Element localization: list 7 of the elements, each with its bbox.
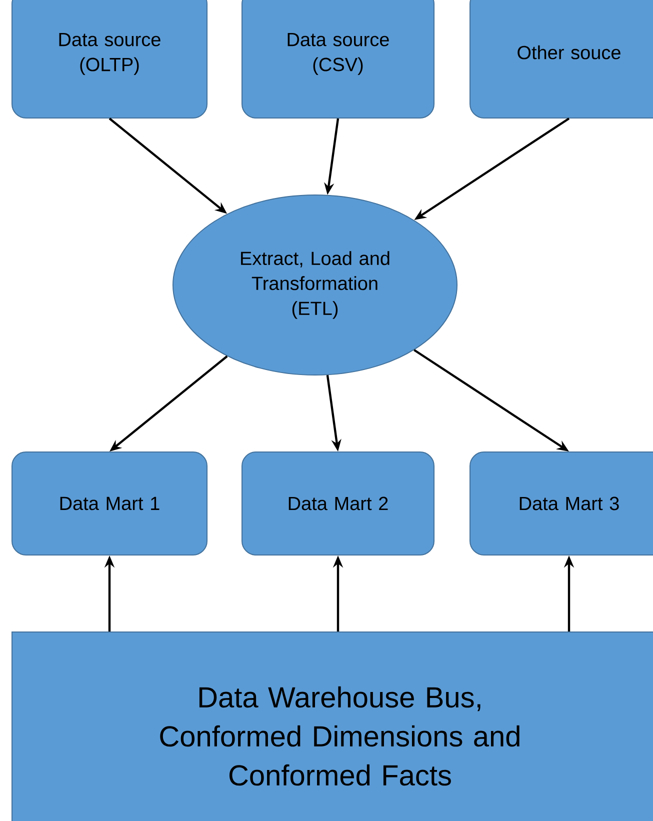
process-box: Data Mart 3: [470, 452, 653, 556]
process-box: Data Mart 2: [242, 452, 434, 556]
process-box: Other souce: [470, 0, 653, 118]
process-box: Data Mart 1: [12, 452, 208, 556]
process-box: Data source (CSV): [242, 0, 434, 118]
process-box: Data source (OLTP): [12, 0, 208, 118]
bus-band: Data Warehouse Bus, Conformed Dimensions and Conformed Facts: [12, 632, 653, 821]
